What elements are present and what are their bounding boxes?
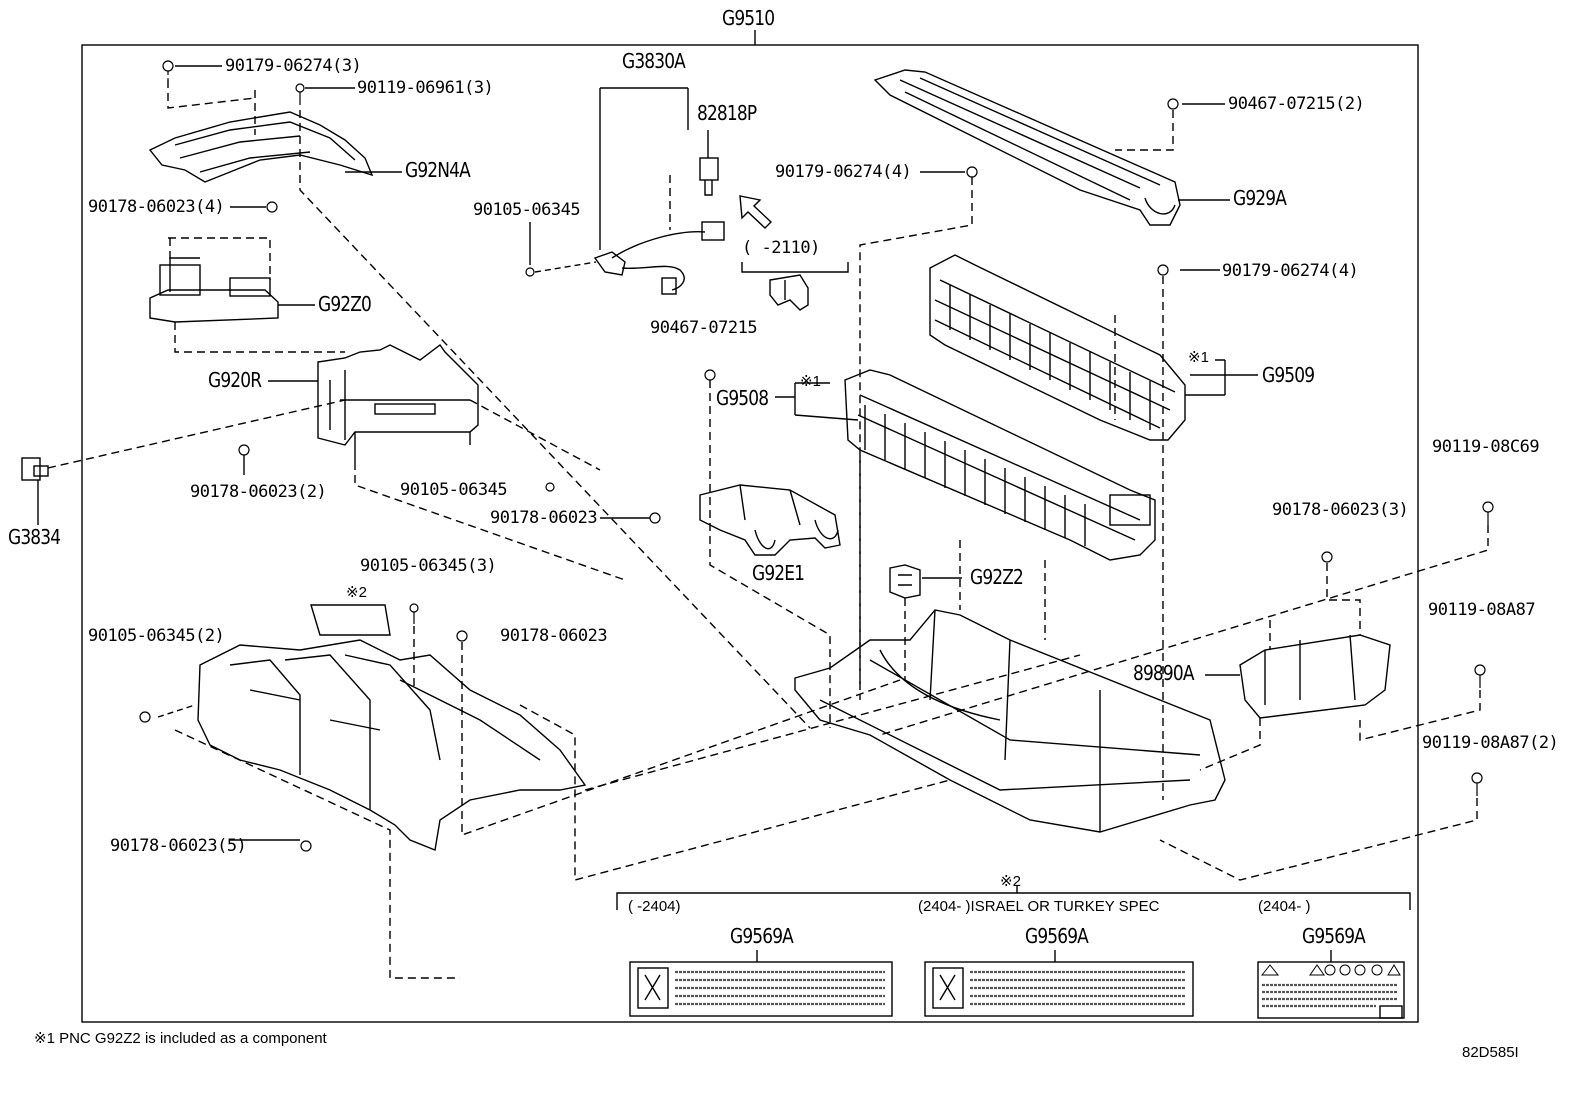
part-lower-tray: [794, 609, 1226, 833]
drawing-id: 82D585I: [1462, 1044, 1519, 1061]
part-g92z2: [889, 564, 921, 599]
arrow-front-icon: [739, 195, 773, 229]
callout-c18[interactable]: G92Z2: [970, 565, 1024, 589]
callout-c06[interactable]: G920R: [208, 368, 262, 392]
callout-c31[interactable]: 90105-06345(2): [88, 626, 225, 646]
callout-c09[interactable]: 90105-06345: [400, 480, 508, 500]
part-g3830a: [529, 87, 725, 295]
callout-c26[interactable]: 90119-08A87: [1428, 600, 1536, 620]
callout-c15[interactable]: 90467-07215: [650, 318, 758, 338]
callout-c17[interactable]: G92E1: [752, 561, 805, 585]
callout-c05[interactable]: G92Z0: [318, 292, 372, 316]
part-g92n4a: [148, 111, 374, 183]
callout-c13[interactable]: 90105-06345: [473, 200, 581, 220]
assembly-frame: [81, 44, 1419, 1023]
callout-c19[interactable]: 90179-06274(4): [775, 162, 912, 182]
callout-c11[interactable]: G3830A: [622, 49, 686, 73]
label-condition-3: (2404- ): [1258, 898, 1311, 915]
callout-c10[interactable]: 90178-06023: [490, 508, 598, 528]
callout-c02[interactable]: 90119-06961(3): [357, 78, 494, 98]
callout-c01[interactable]: 90179-06274(3): [225, 56, 362, 76]
part-lower-cover: [197, 639, 587, 851]
callout-c12[interactable]: 82818P: [697, 101, 757, 125]
callout-c16[interactable]: G9508: [716, 386, 769, 410]
callout-c22[interactable]: 90179-06274(4): [1222, 261, 1359, 281]
part-g92z0: [149, 257, 279, 323]
assembly-title: G9510: [722, 6, 775, 30]
callout-c14: ( -2110): [742, 238, 820, 258]
part-g3834: [21, 457, 49, 525]
callout-c08[interactable]: 90178-06023(2): [190, 482, 327, 502]
note-mark-2a: ※2: [346, 584, 367, 601]
part-g920r: [317, 344, 479, 462]
label-condition-2: (2404- )ISRAEL OR TURKEY SPEC: [918, 898, 1160, 915]
note-mark-2b: ※2: [1000, 873, 1021, 890]
callout-c03[interactable]: G92N4A: [405, 158, 471, 182]
label-part-2[interactable]: G9569A: [1025, 924, 1089, 948]
callout-c29[interactable]: 90105-06345(3): [360, 556, 497, 576]
note-mark-1b: ※1: [1188, 349, 1209, 366]
callout-c04[interactable]: 90178-06023(4): [88, 197, 225, 217]
note-mark-1a: ※1: [800, 373, 821, 390]
callout-c23[interactable]: G9509: [1262, 363, 1315, 387]
callout-c28[interactable]: 90119-08A87(2): [1422, 733, 1559, 753]
label-part-3[interactable]: G9569A: [1302, 924, 1366, 948]
callout-c30[interactable]: 90178-06023: [500, 626, 608, 646]
part-g929a: [873, 69, 1181, 226]
callout-c27[interactable]: 89890A: [1133, 661, 1194, 685]
labels-box: [616, 885, 1411, 1019]
part-89890a: [1239, 634, 1391, 719]
label-sticker-small: [310, 604, 391, 636]
callout-c20[interactable]: 90467-07215(2): [1228, 94, 1365, 114]
part-g9509: [929, 254, 1186, 441]
callout-c25[interactable]: 90178-06023(3): [1272, 500, 1409, 520]
callout-c07[interactable]: G3834: [8, 525, 61, 549]
part-g92e1: [699, 484, 841, 556]
callout-c24[interactable]: 90119-08C69: [1432, 437, 1540, 457]
label-condition-1: ( -2404): [628, 898, 681, 915]
callout-c32[interactable]: 90178-06023(5): [110, 836, 247, 856]
footnote: ※1 PNC G92Z2 is included as a component: [34, 1030, 327, 1047]
part-clip-2110: [741, 262, 849, 311]
part-g9508: [844, 369, 1156, 561]
callout-c21[interactable]: G929A: [1233, 186, 1287, 210]
label-part-1[interactable]: G9569A: [730, 924, 794, 948]
